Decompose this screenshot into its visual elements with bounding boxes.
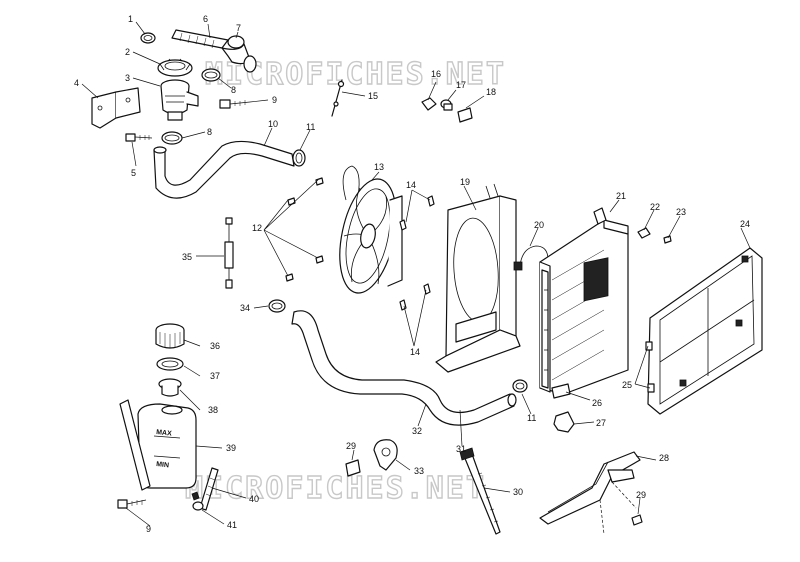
part-bracket-28 (539, 451, 641, 535)
callout-7: 7 (236, 23, 241, 33)
part-radiator-21 (539, 207, 629, 395)
watermark-bottom: MICROFICHES.NET (185, 471, 486, 506)
callout-3: 3 (125, 73, 130, 83)
part-fasteners-25 (645, 341, 655, 393)
part-vent-hose-6-7 (171, 29, 257, 73)
part-long-bolt-30 (459, 447, 501, 535)
part-gasket-37 (156, 357, 184, 371)
callout-15: 15 (368, 91, 378, 101)
callout-4: 4 (74, 78, 79, 88)
part-nut-22 (637, 227, 651, 239)
callout-21: 21 (616, 191, 626, 201)
part-clamp-8-upper (201, 68, 221, 82)
tank-min-label: MIN (156, 461, 170, 469)
leader-lines (81, 21, 751, 527)
callout-9-lower: 9 (146, 524, 151, 534)
callout-24: 24 (740, 219, 750, 229)
callout-33: 33 (414, 466, 424, 476)
callout-36: 36 (210, 341, 220, 351)
part-nut-16 (421, 97, 437, 111)
callout-9-upper: 9 (272, 95, 277, 105)
part-bolt-9-upper (219, 99, 251, 109)
part-wire-20 (513, 245, 549, 271)
callout-20: 20 (534, 220, 544, 230)
part-screw-29-right (631, 514, 643, 526)
part-clamp-34 (268, 299, 286, 313)
callout-14-upper: 14 (406, 180, 416, 190)
callout-10: 10 (268, 119, 278, 129)
part-bolt-9-lower (117, 499, 147, 509)
callout-8-upper: 8 (231, 85, 236, 95)
callout-37: 37 (210, 371, 220, 381)
callout-16: 16 (431, 69, 441, 79)
part-clamp-11-lower (512, 379, 528, 393)
part-sensor-35 (224, 217, 234, 289)
part-bracket-26 (551, 383, 571, 399)
callout-39: 39 (226, 443, 236, 453)
part-clips-14 (399, 195, 435, 311)
part-coolant-hose-10 (153, 140, 295, 199)
part-screw-23 (663, 235, 672, 244)
callout-29-left: 29 (346, 441, 356, 451)
part-rod-15 (331, 79, 345, 117)
callout-28: 28 (659, 453, 669, 463)
callout-40: 40 (249, 494, 259, 504)
callout-26: 26 (592, 398, 602, 408)
part-lower-hose-32 (291, 310, 517, 426)
callout-29-right: 29 (636, 490, 646, 500)
callout-22: 22 (650, 202, 660, 212)
part-seal-38 (158, 378, 182, 397)
callout-2: 2 (125, 47, 130, 57)
callout-numbers: 1 6 7 2 3 8 4 9 8 5 10 11 15 16 17 18 13… (74, 14, 750, 534)
part-screws-12 (285, 177, 324, 282)
part-screen-24 (647, 247, 763, 415)
part-cooling-fan-13 (339, 165, 403, 294)
part-bracket-4 (91, 87, 141, 129)
callout-5: 5 (131, 168, 136, 178)
callout-32: 32 (412, 426, 422, 436)
callout-38: 38 (208, 405, 218, 415)
callout-41: 41 (227, 520, 237, 530)
part-clamp-41 (191, 491, 204, 511)
callout-12: 12 (252, 223, 262, 233)
callout-27: 27 (596, 418, 606, 428)
callout-19: 19 (460, 177, 470, 187)
callout-11-upper: 11 (306, 122, 315, 132)
part-reservoir-cap-36 (155, 323, 185, 349)
part-clamp-11-upper (292, 149, 306, 167)
part-spacer-18 (457, 107, 473, 123)
callout-18: 18 (486, 87, 496, 97)
callout-34: 34 (240, 303, 250, 313)
part-reservoir-39: MAX MIN (119, 399, 197, 491)
part-radiator-cap-2 (157, 58, 193, 77)
part-grommet-27 (553, 411, 575, 433)
part-clamp-1 (140, 32, 156, 44)
tank-max-label: MAX (156, 429, 173, 438)
callout-13: 13 (374, 162, 384, 172)
callout-11-lower: 11 (527, 413, 536, 423)
callout-17: 17 (456, 80, 466, 90)
callout-30: 30 (513, 487, 523, 497)
callout-23: 23 (676, 207, 686, 217)
part-grommet-17 (440, 99, 453, 111)
callout-25: 25 (622, 380, 632, 390)
part-bracket-33 (373, 439, 398, 471)
part-screw-29-left (345, 459, 361, 477)
callout-6: 6 (203, 14, 208, 24)
callout-1: 1 (128, 14, 133, 24)
callout-14-lower: 14 (410, 347, 420, 357)
callout-8-lower: 8 (207, 127, 212, 137)
callout-31: 31 (456, 444, 466, 454)
part-bolt-5 (125, 133, 153, 142)
part-overflow-hose-40 (199, 467, 219, 511)
part-filler-neck-3 (160, 79, 199, 121)
part-clamp-8-lower (161, 131, 183, 145)
callout-35: 35 (182, 252, 192, 262)
part-fan-shroud-19 (435, 183, 521, 373)
